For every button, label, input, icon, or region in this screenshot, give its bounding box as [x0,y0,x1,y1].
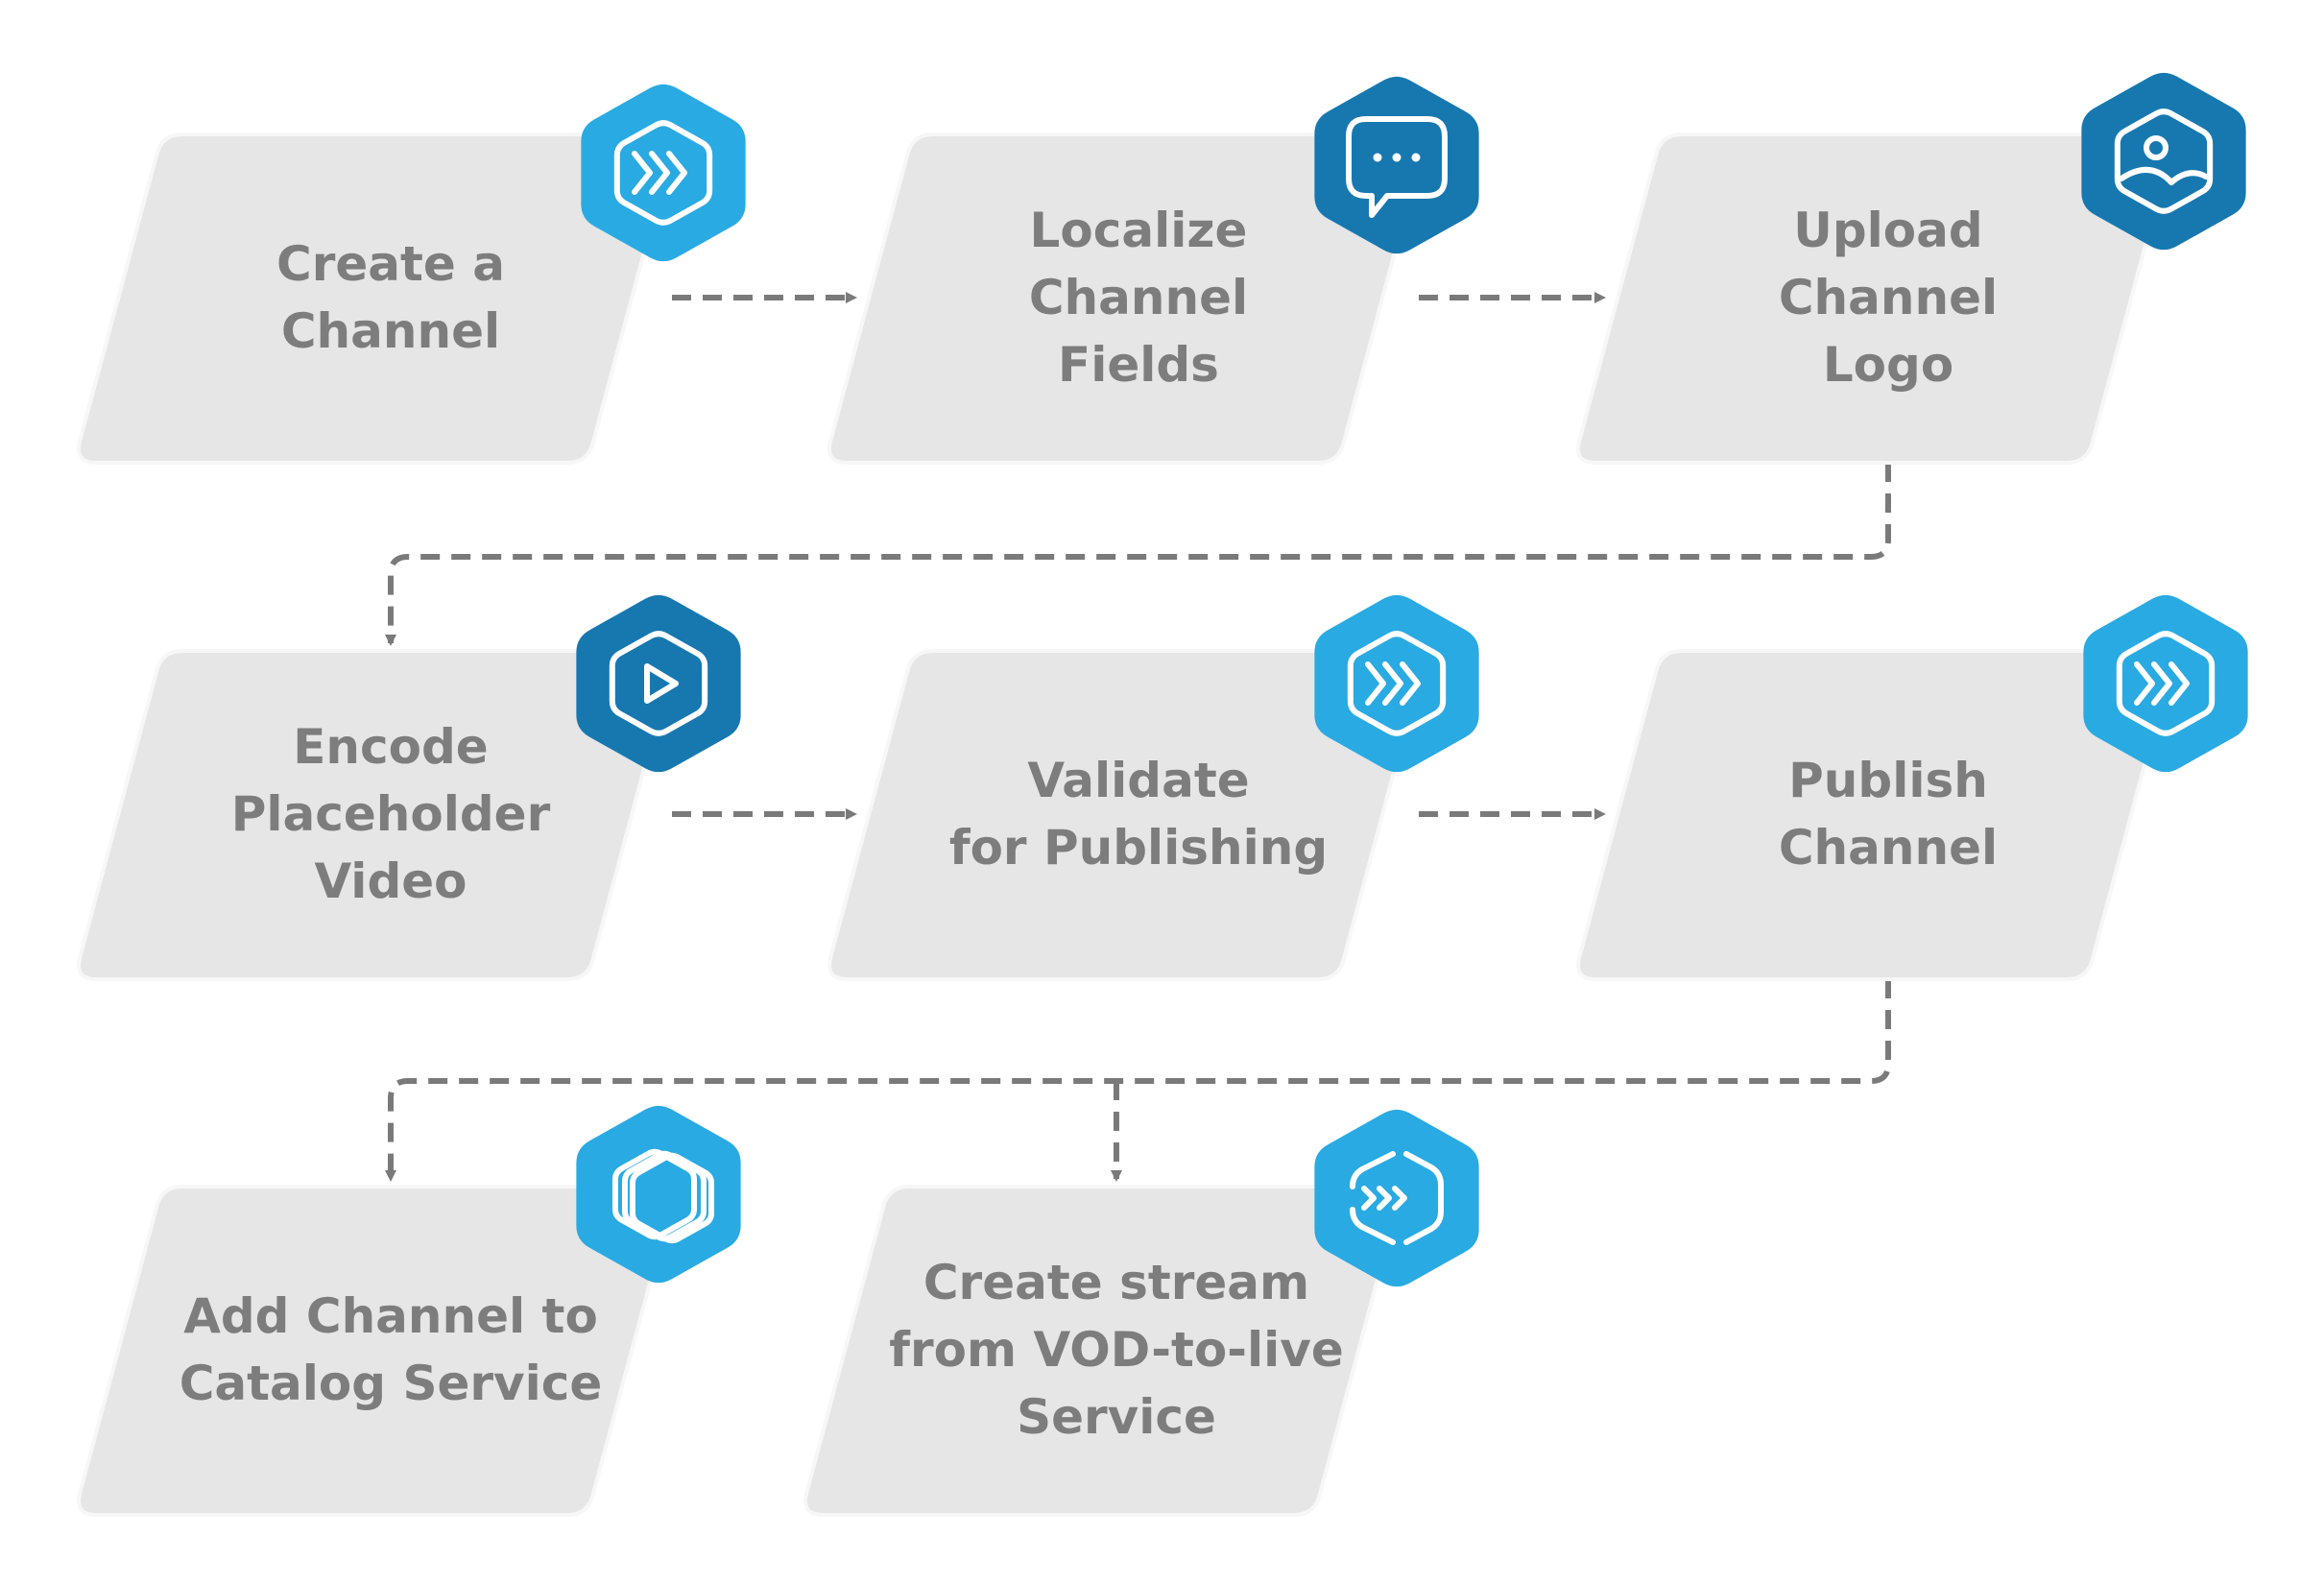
step-label-line: Channel [281,303,500,359]
step-label-validate-publishing: Validate for Publishing [949,753,1328,876]
stacked-layers-icon [576,1105,741,1284]
forward-arrows-icon-glyph [613,120,713,226]
step-label-line: Create stream [923,1255,1309,1310]
step-label-line: Validate [1027,753,1249,808]
step-label-line: Catalog Service [180,1356,603,1411]
step-badge-add-to-catalog [576,1105,741,1284]
image-icon [2081,72,2246,251]
step-label-create-channel: Create a Channel [276,236,505,359]
step-label-line: Channel [1779,270,1998,325]
forward-arrows-icon [581,84,746,262]
image-icon-glyph [2114,108,2214,214]
stream-forward-icon-glyph [1350,1151,1444,1245]
step-badge-validate-publishing [1314,594,1479,773]
step-label-line: Fields [1058,337,1219,393]
step-label-line: Encode [293,719,488,775]
step-add-to-catalog: Add Channel to Catalog Service [77,1185,673,1517]
step-label-line: for Publishing [949,820,1328,876]
step-label-add-to-catalog: Add Channel to Catalog Service [180,1288,603,1411]
step-label-line: Video [314,853,467,909]
step-card-publish-channel [1576,649,2172,981]
forward-arrows-icon-glyph [1347,631,1447,736]
connector-publish-to-catalog [385,979,1891,1182]
step-label-line: Localize [1030,203,1248,258]
step-label-line: Upload [1793,203,1982,258]
step-label-line: Channel [1029,270,1248,325]
chat-bubble-icon-glyph [1346,116,1448,218]
stacked-layers-icon-glyph [611,1148,715,1244]
stream-forward-icon [1314,1109,1479,1287]
step-label-line: Service [1017,1389,1216,1445]
step-label-line: Publish [1788,753,1988,808]
forward-arrows-icon [2083,594,2248,773]
hex-layer [576,72,2248,1287]
step-label-line: Channel [1779,820,1998,876]
step-badge-create-channel [581,84,746,262]
step-label-line: Placeholder [231,786,551,842]
step-label-line: Create a [276,236,505,292]
play-icon [576,594,741,773]
forward-arrows-icon-glyph [2116,631,2216,736]
step-label-line: Add Channel to [183,1288,598,1344]
step-badge-publish-channel [2083,594,2248,773]
connector-layer [385,292,1891,1182]
step-badge-encode-video [576,594,741,773]
step-label-line: from VOD-to-live [889,1322,1344,1378]
chat-bubble-icon [1314,76,1479,254]
step-badge-create-stream [1314,1109,1479,1287]
connector-upload-to-encode [385,463,1891,646]
step-label-line: Logo [1823,337,1953,393]
forward-arrows-icon [1314,594,1479,773]
play-icon-glyph [609,631,708,736]
step-badge-upload-logo [2081,72,2246,251]
step-validate-publishing: Validate for Publishing [827,649,1424,981]
